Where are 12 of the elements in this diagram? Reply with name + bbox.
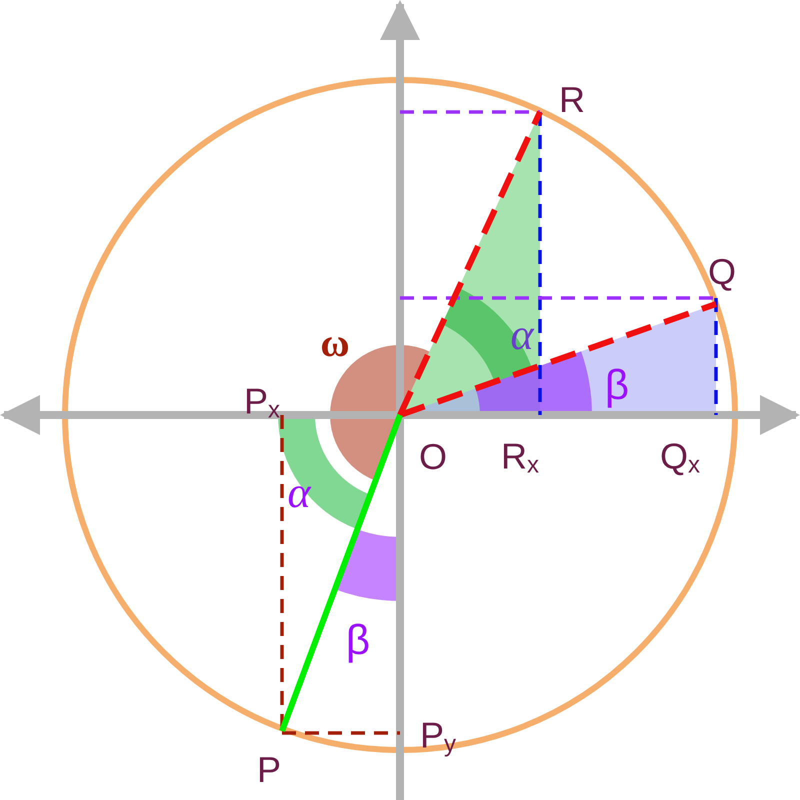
point-label: P (257, 752, 281, 788)
point-label: Q (708, 254, 736, 290)
angle-label: α (510, 313, 534, 357)
point-label: Q$_{x}$ (660, 438, 700, 478)
angle-label: α (287, 471, 311, 515)
angle-label: β (346, 619, 370, 661)
point-label: O (419, 439, 447, 475)
point-label: R$_{x}$ (501, 438, 539, 478)
point-label: R (559, 82, 585, 118)
angle-label: ω (320, 323, 350, 363)
point-label: P$_{x}$ (244, 384, 280, 422)
angle-label: β (604, 364, 630, 406)
